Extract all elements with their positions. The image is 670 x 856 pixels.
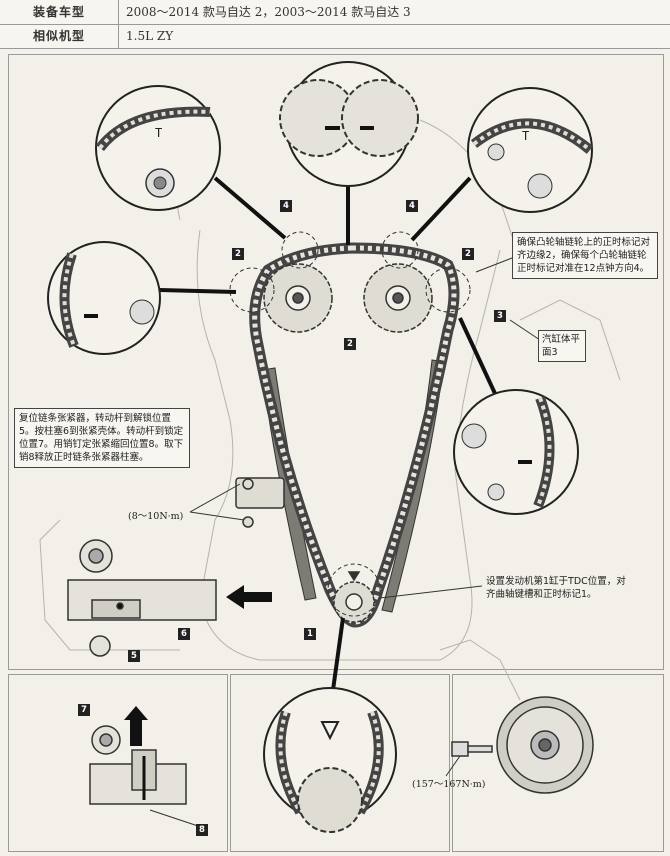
callout-4-right: 4 [406, 200, 418, 212]
svg-text:T: T [522, 129, 529, 143]
cam-ref-circle-right [381, 231, 419, 269]
vehicle-model-row: 装备车型 2008～2014 款马自达 2，2003～2014 款马自达 3 [0, 0, 670, 25]
lock-up-arrow [124, 706, 148, 746]
callout-8: 8 [196, 824, 208, 836]
cylinder-head-note: 汽缸体平面3 [538, 330, 586, 362]
chain-tensioner [235, 477, 285, 528]
similar-engine-row: 相似机型 1.5L ZY [0, 24, 670, 49]
vehicle-model-value: 2008～2014 款马自达 2，2003～2014 款马自达 3 [126, 5, 411, 19]
zoom-cam-gears-mesh [279, 61, 419, 187]
pulley-bolt-torque: (157～167N·m) [412, 779, 486, 790]
similar-engine-label: 相似机型 [0, 24, 119, 48]
tdc-position-note: 设置发动机第1缸于TDC位置，对齐曲轴键槽和正时标记1。 [486, 576, 626, 600]
zoom-exhaust-cam-edge [453, 389, 579, 515]
camshaft-alignment-note: 确保凸轮轴链轮上的正时标记对齐边缘2，确保每个凸轮轴链轮正时标记对准在12点钟方… [512, 232, 658, 279]
tensioner-lock-drawing [89, 725, 199, 827]
callout-3: 3 [494, 310, 506, 322]
callout-2-right: 2 [462, 248, 474, 260]
callout-7: 7 [78, 704, 90, 716]
similar-engine-value: 1.5L ZY [126, 29, 174, 43]
cam-edge-circle-right [425, 267, 471, 313]
zoom-intake-cam-edge [47, 241, 161, 355]
exhaust-camshaft-sprocket [363, 263, 433, 333]
zoom-exhaust-cam-mark: T [467, 87, 594, 213]
svg-text:T: T [155, 126, 162, 140]
cam-edge-circle-left [229, 267, 275, 313]
callout-1: 1 [304, 628, 316, 640]
tensioner-reset-note: 复位链条张紧器，转动杆到解锁位置5。按柱塞6到张紧壳体。转动杆到锁定位置7。用销… [14, 408, 190, 468]
cam-ref-circle-left [281, 231, 319, 269]
callout-4-left: 4 [280, 200, 292, 212]
crankshaft-sprocket [333, 571, 375, 623]
zoom-crank-mark [263, 687, 397, 833]
callout-6: 6 [178, 628, 190, 640]
crank-ref-circle [327, 563, 381, 617]
tensioner-bolt-torque: (8～10N·m) [128, 511, 184, 522]
leader-lines [159, 176, 500, 691]
callout-5: 5 [128, 650, 140, 662]
callout-2-center: 2 [344, 338, 356, 350]
tensioner-reset-drawing [67, 539, 217, 657]
tensioner-detail-panel [8, 674, 228, 852]
vehicle-model-label: 装备车型 [0, 0, 119, 24]
plunger-arrow [226, 585, 272, 609]
intake-camshaft-sprocket [263, 263, 333, 333]
vehicle-info-table: 装备车型 2008～2014 款马自达 2，2003～2014 款马自达 3 相… [0, 0, 670, 49]
pulley-bolt [451, 741, 493, 757]
callout-2-left: 2 [232, 248, 244, 260]
zoom-intake-cam-mark: T [95, 85, 221, 211]
crank-pulley [496, 696, 594, 794]
